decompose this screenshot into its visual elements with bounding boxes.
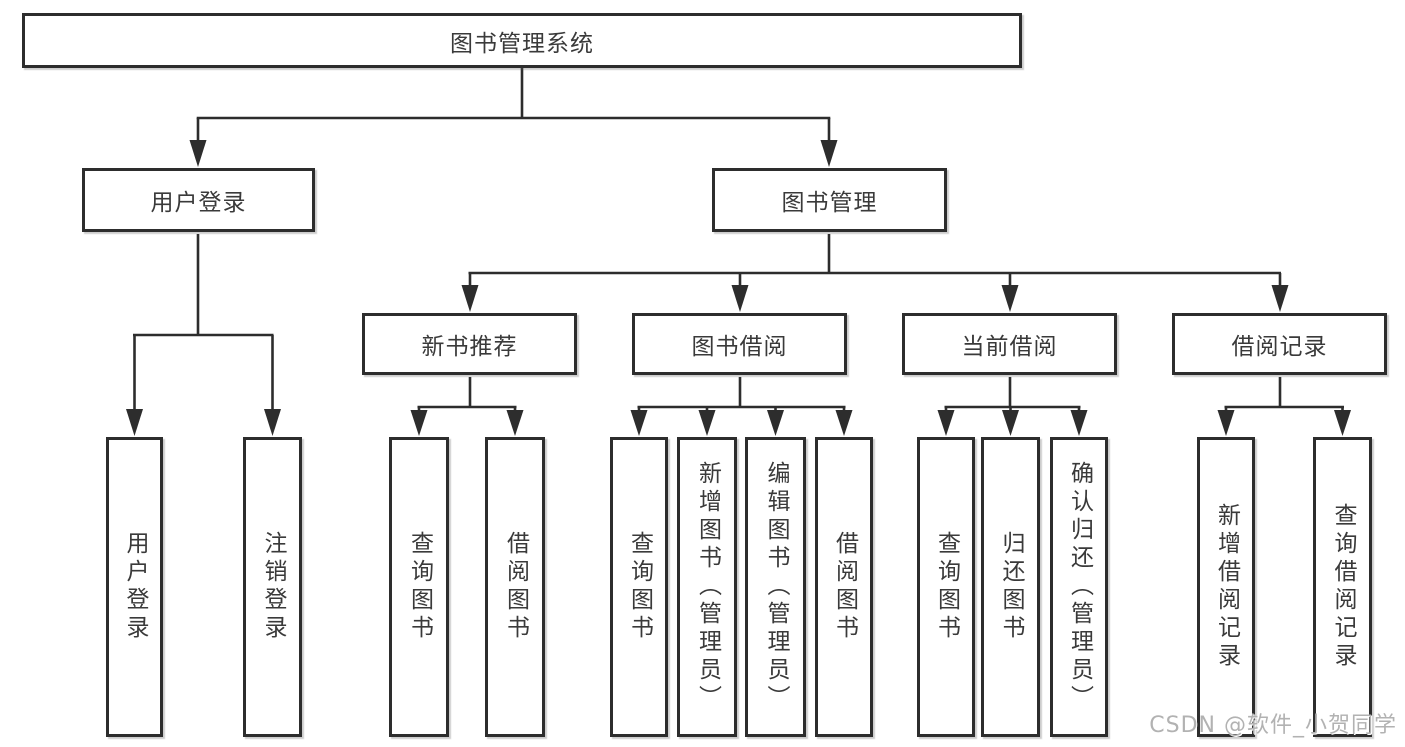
arrowhead: [698, 410, 716, 436]
arrowhead: [835, 410, 853, 436]
connector-book-borrow-to-children: [630, 377, 853, 436]
leaf-query-books-borrow: 查询图书: [610, 437, 668, 737]
arrowhead: [731, 285, 749, 312]
connector-user-login-to-children: [126, 234, 281, 436]
leaf-logout: 注销登录: [243, 437, 302, 737]
leaf-borrow-books-recommend: 借阅图书: [485, 437, 545, 737]
arrowhead: [767, 410, 784, 436]
connector-current-borrow-to-children: [937, 377, 1088, 436]
arrowhead: [820, 140, 838, 167]
arrowhead: [1070, 410, 1088, 436]
leaf-borrow-books-borrow: 借阅图书: [815, 437, 873, 737]
node-book-management: 图书管理: [712, 168, 947, 232]
arrowhead: [264, 409, 281, 436]
arrowhead: [1217, 410, 1235, 436]
leaf-query-books-recommend: 查询图书: [389, 437, 449, 737]
node-library-management-system: 图书管理系统: [22, 13, 1022, 68]
leaf-edit-book-admin: 编辑图书（管理员）: [745, 437, 806, 737]
arrowhead: [410, 410, 428, 436]
leaf-return-book: 归还图书: [981, 437, 1040, 737]
csdn-watermark: CSDN @软件_小贺同学: [1149, 713, 1397, 738]
arrowhead: [1001, 285, 1019, 312]
leaf-add-borrow-record: 新增借阅记录: [1197, 437, 1255, 737]
leaf-user-login: 用户登录: [106, 437, 163, 737]
arrowhead: [461, 285, 479, 312]
arrowhead: [1334, 410, 1351, 436]
node-book-borrow: 图书借阅: [632, 313, 847, 375]
leaf-query-books-current: 查询图书: [917, 437, 975, 737]
arrowhead: [126, 409, 143, 436]
connector-new-book-recommend-to-children: [410, 377, 524, 436]
arrowhead: [506, 410, 524, 436]
leaf-confirm-return-admin: 确认归还（管理员）: [1050, 437, 1108, 737]
arrowhead: [1271, 285, 1289, 312]
arrowhead: [189, 140, 207, 167]
node-user-login: 用户登录: [82, 168, 315, 232]
connector-root-to-level2: [189, 68, 838, 167]
leaf-add-book-admin: 新增图书（管理员）: [677, 437, 737, 737]
arrowhead: [1002, 410, 1019, 436]
node-new-book-recommend: 新书推荐: [362, 313, 577, 375]
node-current-borrow: 当前借阅: [902, 313, 1117, 375]
arrowhead: [630, 410, 648, 436]
arrowhead: [937, 410, 955, 436]
connector-book-management-to-level3: [461, 234, 1289, 312]
node-borrow-records: 借阅记录: [1172, 313, 1387, 375]
leaf-query-borrow-record: 查询借阅记录: [1313, 437, 1372, 737]
connector-borrow-records-to-children: [1217, 377, 1351, 436]
